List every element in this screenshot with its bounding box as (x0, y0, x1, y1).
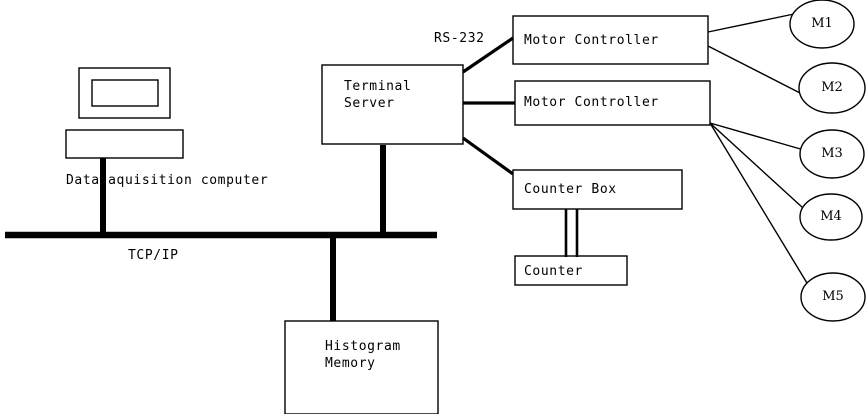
motor-m5-label: M5 (822, 289, 844, 304)
monitor-screen (91, 79, 159, 107)
link-motor-controller-2-to-m4 (709, 122, 804, 209)
terminal-server-label-line2: Server (344, 96, 395, 111)
motor-m3-ellipse (799, 129, 865, 179)
counter-label: Counter (524, 264, 583, 279)
link-terminal-server-to-motor-controller-1 (462, 36, 514, 74)
motor-controller-2-label: Motor Controller (524, 95, 659, 110)
counter-box-label: Counter Box (524, 182, 617, 197)
histogram-memory-label-line2: Memory (325, 356, 376, 371)
motor-m5-ellipse (800, 272, 866, 322)
motor-m2-ellipse (798, 62, 866, 114)
link-motor-controller-2-to-m3 (709, 122, 805, 151)
link-motor-controller-2-to-m5 (709, 122, 811, 289)
motor-controller-1-box (512, 15, 709, 65)
motor-m1-ellipse (789, 0, 855, 49)
data-acquisition-computer-label: Data aquisition computer (66, 173, 269, 188)
motor-m2-label: M2 (821, 80, 843, 95)
motor-m4-ellipse (799, 193, 863, 241)
counter-box (514, 255, 628, 286)
counter-box-box (512, 169, 683, 210)
histogram-memory-box (284, 320, 439, 414)
tcpip-bus-label: TCP/IP (128, 248, 179, 263)
computer-base (65, 129, 184, 159)
terminal-server-box (321, 64, 464, 145)
motor-m4-label: M4 (820, 209, 842, 224)
link-motor-controller-1-to-m1 (707, 13, 795, 33)
histogram-memory-label-line1: Histogram (325, 339, 401, 354)
terminal-server-label-line1: Terminal (344, 79, 412, 94)
motor-controller-1-label: Motor Controller (524, 33, 659, 48)
motor-m1-label: M1 (811, 16, 833, 31)
link-terminal-server-to-counter-box (462, 136, 514, 176)
rs232-link-label: RS-232 (434, 31, 485, 46)
motor-m3-label: M3 (821, 146, 843, 161)
link-motor-controller-1-to-m2 (707, 45, 803, 95)
